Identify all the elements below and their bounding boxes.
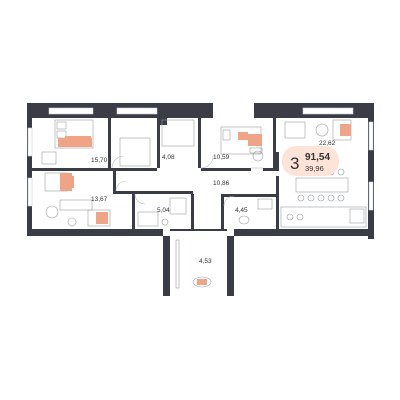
kitchen-counter-icon (280, 206, 367, 228)
desk-icon (59, 199, 93, 211)
dining-table-icon (295, 177, 349, 193)
area-summary-badge: 3 91,54 39,96 (282, 146, 339, 176)
accent-items (65, 132, 248, 285)
living-area: 39,96 (305, 164, 324, 173)
double-bed-icon (54, 119, 94, 149)
interior-walls (32, 118, 279, 231)
doors (111, 155, 263, 207)
room-area-bedroom-center: 10,59 (213, 154, 230, 161)
room-area-wardrobe: 4,08 (162, 154, 175, 161)
room-area-bedroom-bottom-left: 13,67 (91, 196, 108, 203)
shower-icon (169, 197, 187, 215)
room-area-balcony: 4,53 (199, 258, 212, 265)
toilet-icon (238, 215, 250, 225)
room-area-toilet: 4,45 (235, 207, 248, 214)
total-area: 91,54 (305, 152, 330, 163)
chair-icon (252, 150, 264, 162)
bathtub-icon (137, 211, 159, 227)
balcony-chair-icon (192, 276, 212, 288)
bed-icon (87, 209, 111, 227)
sink-icon (257, 198, 273, 210)
pillow-icon (56, 121, 67, 130)
windows (27, 103, 374, 211)
room-area-kitchen-living: 22,62 (319, 140, 336, 147)
table-icon (315, 123, 329, 137)
rooms-count: 3 (290, 154, 299, 173)
armchair-icon (284, 121, 306, 139)
room-labels: 15,70 4,08 10,59 22,62 13,67 10,86 5,04 … (91, 140, 336, 265)
room-area-bathroom: 5,04 (157, 207, 170, 214)
chair-icon (45, 205, 59, 219)
room-area-hallway: 10,86 (213, 180, 230, 187)
room-area-bedroom-top-left: 15,70 (91, 157, 108, 164)
pillow-icon (56, 130, 67, 139)
